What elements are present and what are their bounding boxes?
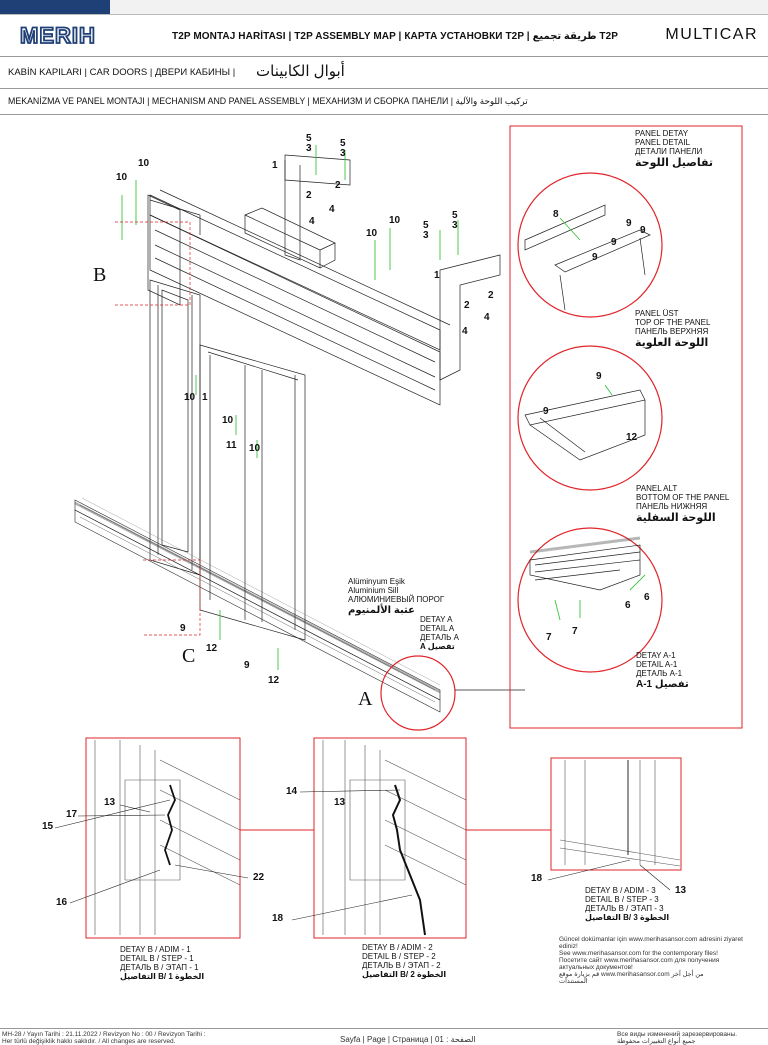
- part-18: 18: [272, 913, 284, 924]
- top-strip-blue: [0, 0, 110, 14]
- part-5: 5: [452, 210, 458, 221]
- page-title: T2P MONTAJ HARİTASI | T2P ASSEMBLY MAP |…: [172, 31, 619, 42]
- part-22: 22: [253, 872, 265, 883]
- label-a: A: [358, 688, 373, 710]
- part-5: 5: [306, 133, 312, 144]
- footer-revision: MH-28 / Yayın Tarihi : 21.11.2022 / Revi…: [2, 1031, 206, 1045]
- header: MERIH T2P MONTAJ HARİTASI | T2P ASSEMBLY…: [0, 14, 768, 57]
- part-14: 14: [286, 786, 298, 797]
- part-7: 7: [546, 632, 552, 643]
- part-15: 15: [42, 821, 54, 832]
- part-17: 17: [66, 809, 78, 820]
- part-8: 8: [553, 209, 559, 220]
- part-10: 10: [222, 415, 234, 426]
- doors-title-ar: أبوال الكابينات: [256, 63, 345, 80]
- part-3: 3: [423, 230, 429, 241]
- part-4: 4: [484, 312, 490, 323]
- svg-text:MERIH: MERIH: [20, 23, 96, 48]
- part-2: 2: [488, 290, 494, 301]
- merih-logo: MERIH: [18, 21, 114, 49]
- part-2: 2: [464, 300, 470, 311]
- part-10: 10: [184, 392, 196, 403]
- website-note: Güncel dokümanlar için www.merihasansor.…: [559, 936, 743, 985]
- footer-page: Sayfa | Page | Страница | الصفحة : 01: [340, 1035, 476, 1044]
- part-11: 11: [226, 440, 237, 451]
- part-16: 16: [56, 897, 68, 908]
- part-3: 3: [340, 148, 346, 159]
- part-13: 13: [104, 797, 116, 808]
- part-6: 6: [644, 592, 650, 603]
- part-4: 4: [329, 204, 335, 215]
- part-3: 3: [452, 220, 458, 231]
- section-row-doors: KABİN KAPILARI | CAR DOORS | ДВЕРИ КАБИН…: [0, 56, 768, 89]
- part-4: 4: [309, 216, 315, 227]
- part-13: 13: [334, 797, 346, 808]
- part-12: 12: [626, 432, 638, 443]
- part-1: 1: [272, 160, 278, 171]
- part-10: 10: [366, 228, 378, 239]
- part-9: 9: [244, 660, 250, 671]
- part-9: 9: [596, 371, 602, 382]
- brand-name: MULTICAR: [665, 26, 758, 43]
- section-row-mechanism: MEKANİZMA VE PANEL MONTAJI | MECHANISM A…: [0, 88, 768, 115]
- footer-reserved: Все виды изменений зарезервированы.جميع …: [617, 1031, 738, 1045]
- part-9: 9: [543, 406, 549, 417]
- part-7: 7: [572, 626, 578, 637]
- part-10: 10: [138, 158, 150, 169]
- label-b: B: [93, 264, 107, 286]
- part-5: 5: [423, 220, 429, 231]
- top-strip: [0, 0, 768, 15]
- merih-logo-graphic: MERIH: [19, 22, 96, 48]
- part-12: 12: [268, 675, 280, 686]
- part-18: 18: [531, 873, 543, 884]
- label-c: C: [182, 645, 196, 667]
- assembly-drawing: [54, 125, 743, 939]
- part-10: 10: [249, 443, 261, 454]
- part-9: 9: [592, 252, 598, 263]
- part-4: 4: [462, 326, 468, 337]
- doors-title: KABİN KAPILARI | CAR DOORS | ДВЕРИ КАБИН…: [8, 67, 236, 78]
- part-1: 1: [434, 270, 440, 281]
- part-9: 9: [640, 225, 646, 236]
- part-6: 6: [625, 600, 631, 611]
- part-3: 3: [306, 143, 312, 154]
- part-1: 1: [202, 392, 208, 403]
- part-9: 9: [611, 237, 617, 248]
- part-10: 10: [116, 172, 128, 183]
- part-13: 13: [675, 885, 687, 896]
- part-5: 5: [340, 138, 346, 149]
- part-10: 10: [389, 215, 401, 226]
- part-12: 12: [206, 643, 218, 654]
- part-2: 2: [335, 180, 341, 191]
- part-9: 9: [180, 623, 186, 634]
- part-2: 2: [306, 190, 312, 201]
- mechanism-title: MEKANİZMA VE PANEL MONTAJI | MECHANISM A…: [8, 96, 528, 106]
- part-9: 9: [626, 218, 632, 229]
